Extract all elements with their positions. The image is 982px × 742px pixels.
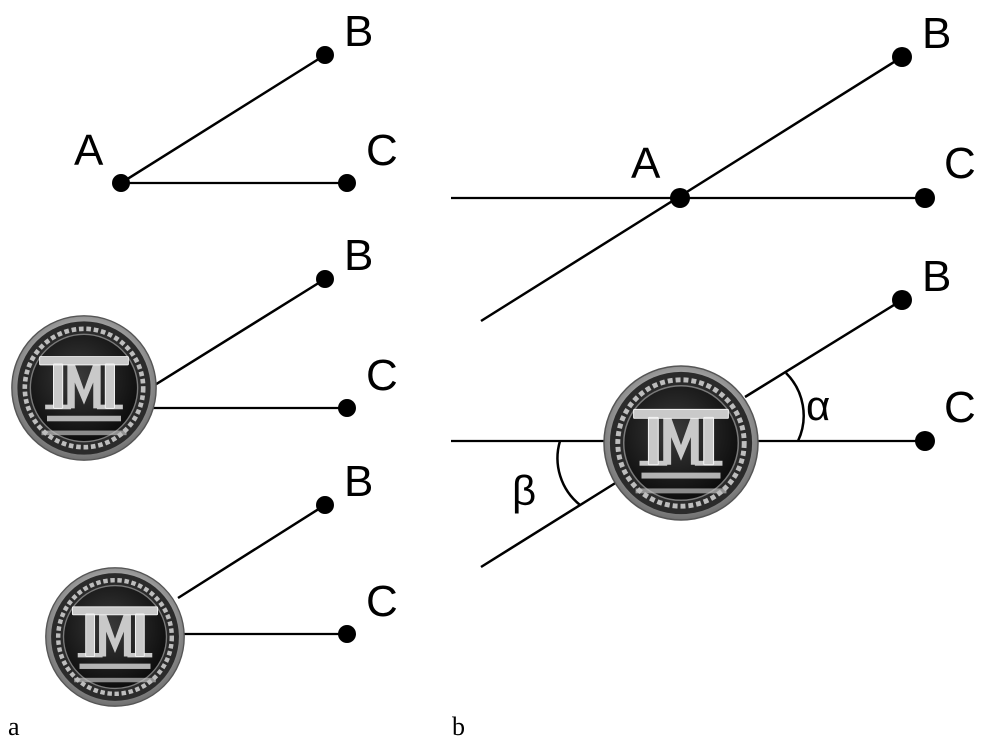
coin-image [604, 366, 758, 520]
ray-ab [120, 53, 326, 185]
ray-ab [149, 277, 326, 390]
label-b: B [344, 457, 373, 506]
point-b-dot [892, 47, 912, 67]
point-c-dot [338, 625, 356, 643]
panel-a-angle-bac: A B C [74, 7, 398, 192]
ray-ab [177, 503, 326, 600]
point-c-dot [338, 399, 356, 417]
label-b: B [922, 252, 951, 301]
point-b-dot [892, 290, 912, 310]
point-c-dot [915, 431, 935, 451]
label-a: A [74, 126, 104, 175]
label-beta: β [512, 467, 536, 514]
label-b: B [922, 9, 951, 58]
label-c: C [366, 577, 398, 626]
panel-b-extended-angle: A B C [451, 9, 976, 323]
point-b-dot [316, 496, 334, 514]
label-c: C [366, 126, 398, 175]
coin-image [12, 316, 156, 460]
panel-label-a: a [8, 712, 20, 741]
label-b: B [344, 231, 373, 280]
panel-label-b: b [452, 712, 465, 741]
coin-image [46, 568, 184, 706]
panel-b-vertical-angles: B C α β [451, 252, 976, 569]
point-a-dot [112, 174, 130, 192]
ray-opposite-ab [480, 480, 618, 569]
beta-arc [556, 440, 581, 506]
label-c: C [944, 139, 976, 188]
point-b-dot [316, 46, 334, 64]
panel-a-angle-with-coin-2: B C [46, 457, 398, 706]
label-alpha: α [806, 382, 830, 429]
label-c: C [944, 383, 976, 432]
label-a: A [631, 139, 661, 188]
alpha-arc [785, 372, 805, 442]
point-a-dot [670, 188, 690, 208]
line-through-ab [480, 55, 903, 323]
point-c-dot [338, 174, 356, 192]
label-c: C [366, 351, 398, 400]
point-b-dot [316, 270, 334, 288]
point-c-dot [915, 188, 935, 208]
label-b: B [344, 7, 373, 56]
panel-a-angle-with-coin-1: B C [12, 231, 398, 460]
ray-ab [744, 298, 903, 399]
